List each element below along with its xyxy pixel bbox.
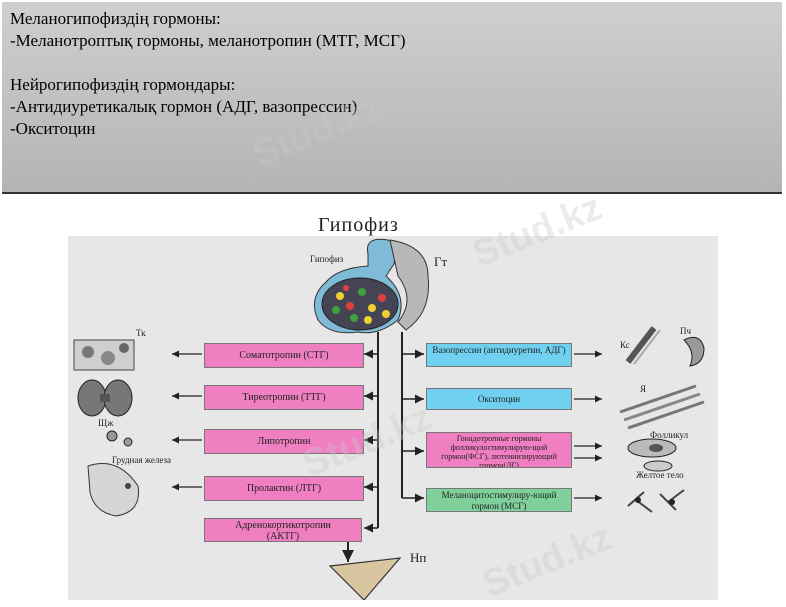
thyroid-drawing [77, 379, 133, 417]
lipotropin-box: Липотропин [204, 429, 364, 454]
follicle-label: Фолликул [650, 430, 689, 440]
hypophysis-diagram: Гипофиз Гт Нп Тк Щж Грудная железа Кс Пч… [68, 236, 718, 600]
oxytocin-box: Окситоцин [426, 388, 572, 410]
thyrotropin-box: Тиреотропин (ТТГ) [204, 385, 364, 410]
diagram-graphics [73, 238, 705, 600]
kidney-drawing [683, 336, 705, 367]
gonadotropins-box: Гонадотропные гормоны фолликулостимулиру… [426, 432, 572, 468]
muscle-drawing [619, 384, 705, 430]
tk-label: Тк [136, 328, 146, 338]
follicle-drawing [627, 438, 677, 458]
vasopressin-box: Вазопрессин (антидиуретин, АДГ) [426, 343, 572, 367]
msh-box: Меланоцитостимулиру-ющий гормон (МСГ) [426, 488, 572, 512]
oxytocin-line: -Окситоцин [10, 119, 96, 138]
hypophysis-label: Гипофиз [310, 254, 344, 264]
diagram-title: Гипофиз [318, 214, 399, 236]
acth-box: Адренокортикотропин (АКТГ) [204, 518, 362, 542]
pituitary-gland-drawing [313, 238, 430, 334]
gt-label: Гт [434, 254, 448, 269]
shzh-label: Щж [98, 418, 114, 428]
ks-label: Кс [620, 340, 630, 350]
tissue-drawing [73, 339, 135, 371]
adrenal-gland-drawing [328, 557, 402, 600]
cells-drawing [106, 430, 133, 447]
np-label: Нп [410, 550, 427, 565]
prolactin-box: Пролактин (ЛТГ) [204, 476, 364, 501]
yellow-body-label: Желтое тело [636, 470, 684, 480]
somatotropin-box: Соматотропин (СТГ) [204, 343, 364, 368]
breast-drawing [87, 463, 140, 517]
melanocytes-drawing [627, 489, 685, 513]
text-panel: Меланогипофиздің гормоны: -Меланотроптық… [2, 2, 782, 194]
melanotropin-line: -Меланотроптық гормоны, меланотропин (МТ… [10, 31, 406, 50]
pch-label: Пч [680, 326, 692, 336]
ya-label: Я [640, 384, 647, 394]
vessel-drawing [625, 326, 661, 365]
adh-line: -Антидиуретикалық гормон (АДГ, вазопресс… [10, 97, 358, 116]
melanohypophysis-heading: Меланогипофиздің гормоны: [10, 9, 221, 28]
breast-label: Грудная железа [112, 455, 171, 465]
neurohypophysis-heading: Нейрогипофиздің гормондары: [10, 75, 236, 94]
corpus-luteum-drawing [643, 460, 673, 472]
